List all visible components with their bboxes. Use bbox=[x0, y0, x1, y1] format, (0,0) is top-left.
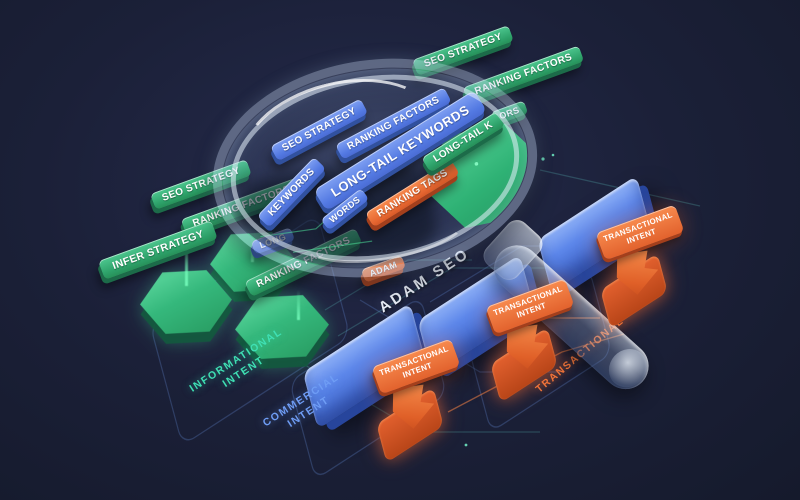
transactional-marker: TRANSACTIONAL INTENT bbox=[482, 278, 578, 403]
transactional-marker: TRANSACTIONAL INTENT bbox=[368, 338, 464, 463]
light-beam bbox=[297, 290, 300, 320]
magnifier-lens: SEO STRATEGY RANKING FACTORS KEYWORDS LO… bbox=[209, 49, 541, 287]
transactional-marker: TRANSACTIONAL INTENT bbox=[592, 204, 688, 329]
